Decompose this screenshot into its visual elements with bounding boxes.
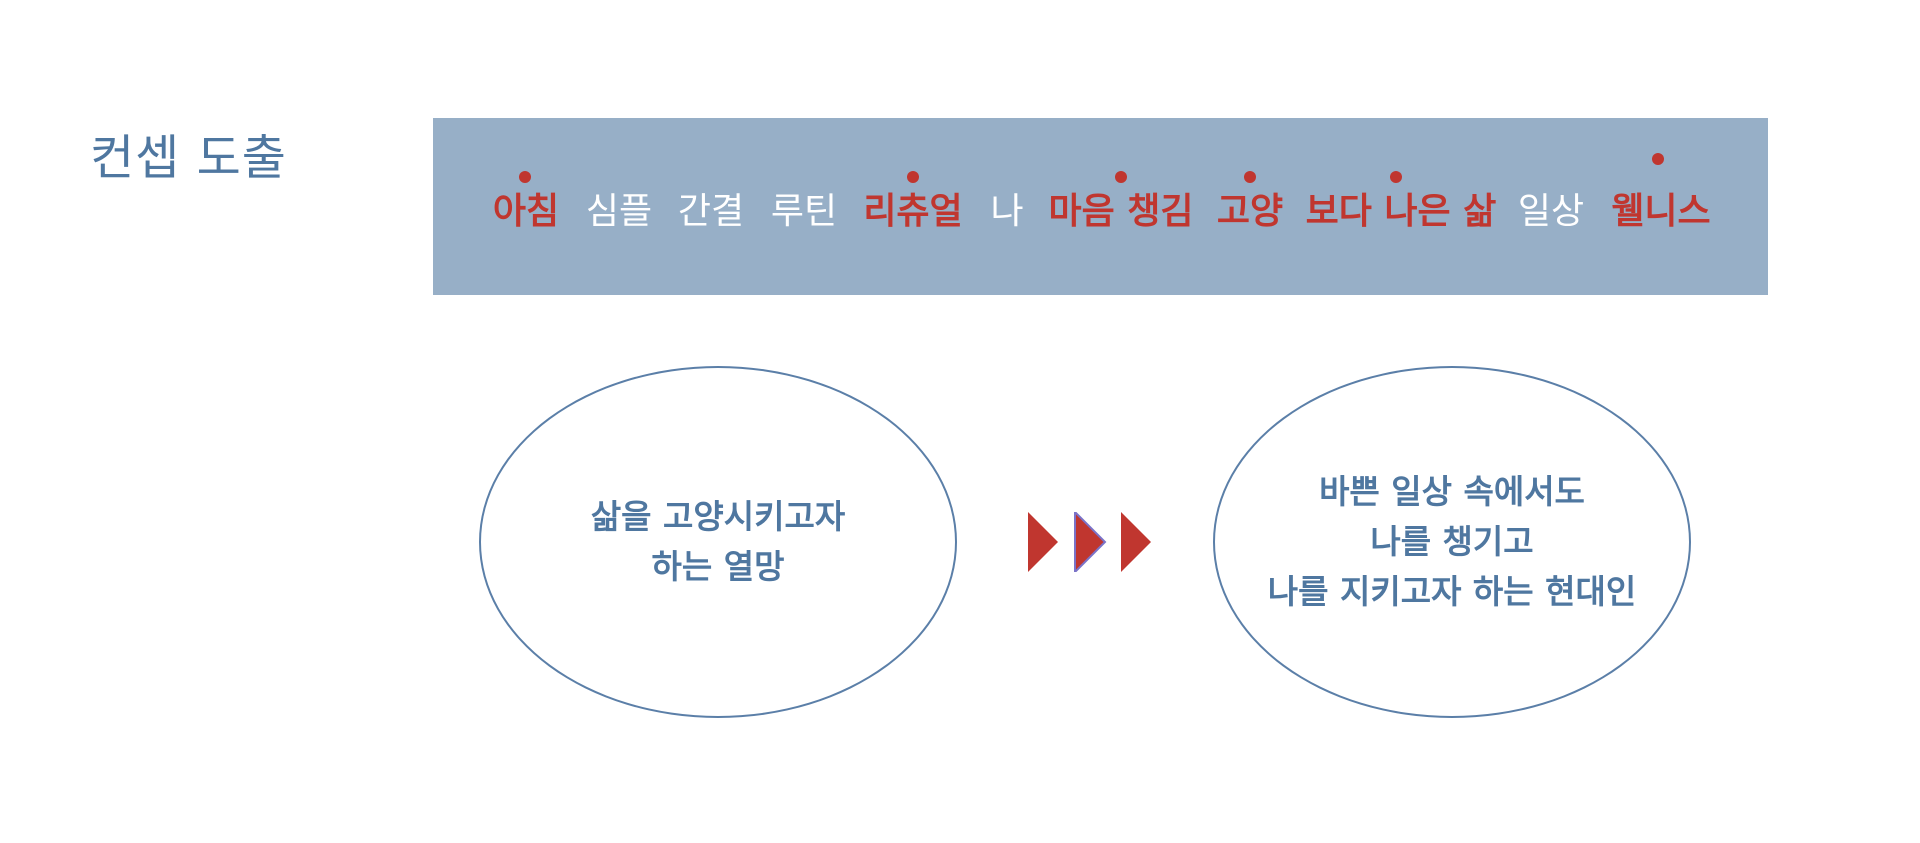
keyword-item: 아침 xyxy=(492,191,560,232)
target-audience-ellipse: 바쁜 일상 속에서도 나를 챙기고 나를 지키고자 하는 현대인 xyxy=(1213,366,1691,718)
keyword-item: 리츄얼 xyxy=(863,191,963,232)
keyword-item: 일상 xyxy=(1517,191,1585,232)
keyword-item: 간결 xyxy=(677,191,745,232)
arrow-triangle-icon xyxy=(1121,512,1151,572)
ellipse-text-line: 바쁜 일상 속에서도 xyxy=(1319,472,1585,511)
desire-ellipse: 삶을 고양시키고자 하는 열망 xyxy=(479,366,957,718)
keyword-item: 보다 나은 삶 xyxy=(1305,191,1497,232)
arrow-triangle-icon xyxy=(1028,512,1058,572)
ellipse-text-line: 삶을 고양시키고자 xyxy=(590,497,846,536)
keyword-marker-dot xyxy=(1390,171,1402,183)
page-title: 컨셉 도출 xyxy=(90,130,287,186)
keyword-bar: 아침 심플 간결 루틴 리츄얼 나 마음 챙김 고양 보다 나은 삶 일상 웰니… xyxy=(433,118,1768,295)
keyword-marker-dot xyxy=(519,171,531,183)
triple-triangle-arrow-icon xyxy=(1028,512,1151,572)
keyword-marker-dot xyxy=(1652,153,1664,165)
ellipse-text-line: 나를 챙기고 xyxy=(1370,522,1534,561)
keyword-item: 고양 xyxy=(1216,191,1284,232)
keyword-item: 웰니스 xyxy=(1611,191,1711,232)
keyword-item: 마음 챙김 xyxy=(1048,191,1194,232)
ellipse-text-line: 나를 지키고자 하는 현대인 xyxy=(1267,572,1637,611)
arrow-triangle-icon xyxy=(1074,512,1107,572)
ellipse-text-line: 하는 열망 xyxy=(651,547,785,586)
keyword-marker-dot xyxy=(1115,171,1127,183)
keyword-item: 루틴 xyxy=(770,191,838,232)
keyword-marker-dot xyxy=(1244,171,1256,183)
keyword-item: 나 xyxy=(990,191,1024,232)
keyword-marker-dot xyxy=(907,171,919,183)
keyword-item: 심플 xyxy=(585,191,653,232)
